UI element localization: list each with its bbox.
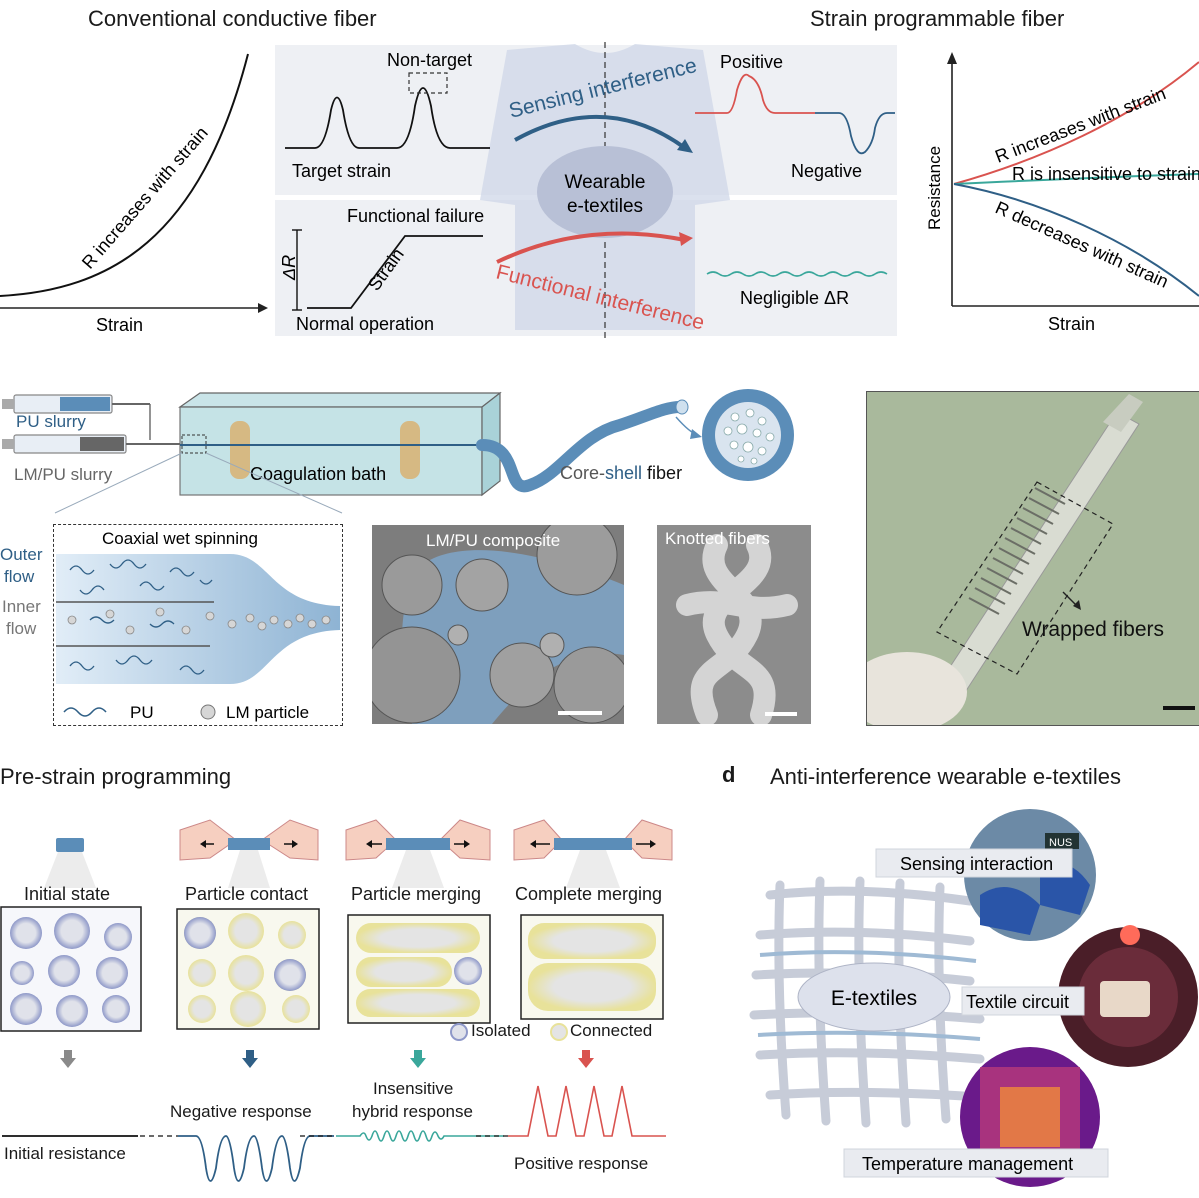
knotted-label: Knotted fibers [665,529,770,548]
negative-label: Negative [791,161,862,181]
state-label-3: Complete merging [515,884,663,904]
spinning-setup: PU slurry LM/PU slurry Coagulation bath … [2,389,794,514]
connected-label: Connected [570,1021,653,1040]
right-ylabel: Resistance [925,146,944,230]
positive-response-label: Positive response [514,1154,649,1173]
state-boxes [0,906,664,1032]
coaxial-diagram: Coaxial wet spinning Outer flow Inner fl… [0,529,340,722]
state-label-2: Particle merging [351,884,482,904]
non-target-label: Non-target [387,50,472,70]
left-title: Conventional conductive fiber [88,6,377,31]
pu-legend-label: PU [130,703,154,722]
normal-operation-label: Normal operation [296,314,434,334]
right-title: Strain programmable fiber [810,6,1065,31]
conventional-curve-chart: R increases with strain Strain [0,53,268,335]
down-arrow-0 [60,1050,76,1068]
insensitive-label-1: Insensitive [373,1079,454,1098]
down-arrow-1 [242,1050,258,1068]
delta-r-label: ΔR [279,255,299,281]
left-curve-label: R increases with strain [78,123,212,273]
state-label-1: Particle contact [185,884,309,904]
wrapped-label: Wrapped fibers [1022,618,1165,641]
panel-d-letter: d [722,762,736,787]
wearable-label: Wearable [565,172,646,193]
outer-flow-label-2: flow [4,567,35,586]
interference-diagram: Wearable e-textiles Sensing interference… [279,42,895,340]
r-insensitive-label: R is insensitive to strain [1012,164,1199,184]
coaxial-box [53,524,343,726]
temperature-management-label: Temperature management [862,1154,1073,1174]
stretch-icons [44,819,673,888]
functional-failure-label: Functional failure [347,206,484,226]
pu-slurry-label: PU slurry [16,412,86,431]
target-strain-label: Target strain [292,161,391,181]
etextiles-diagram: E-textiles NUS Sensing interaction Texti… [749,809,1198,1187]
panel-d-title: Anti-interference wearable e-textiles [770,764,1121,789]
etextiles-center-label: E-textiles [831,987,917,1010]
r-increases-label: R increases with strain [992,83,1168,167]
etextiles-label: e-textiles [567,196,643,217]
lm-legend-label: LM particle [226,703,309,722]
initial-resistance-label: Initial resistance [4,1144,126,1163]
right-xlabel: Strain [1048,314,1095,334]
sem-knotted-image: Knotted fibers [657,525,811,724]
sensing-interaction-label: Sensing interaction [900,854,1053,874]
coagulation-bath-label: Coagulation bath [250,464,386,484]
down-arrow-3 [578,1050,594,1068]
wearable-ellipse [537,146,673,238]
nus-badge: NUS [1049,837,1072,849]
sem-composite-image: LM/PU composite [372,525,624,724]
negligible-label: Negligible ΔR [740,288,849,308]
coaxial-title: Coaxial wet spinning [102,529,258,548]
down-arrow-2 [410,1050,426,1068]
insensitive-label-2: hybrid response [352,1102,473,1121]
lmpu-slurry-label: LM/PU slurry [14,465,113,484]
outer-flow-label-1: Outer [0,545,43,564]
connected-swatch [550,1023,568,1041]
textile-circuit-label: Textile circuit [966,992,1069,1012]
programmable-chart: Resistance Strain R increases with strai… [925,52,1199,334]
inner-flow-label-2: flow [6,619,37,638]
state-label-0: Initial state [24,884,111,904]
isolated-swatch [450,1023,468,1041]
composite-label: LM/PU composite [426,531,561,550]
isolated-label: Isolated [471,1021,531,1040]
down-arrows [60,1050,594,1068]
strain-slope-label: Strain [364,245,408,295]
wrapped-photo: Wrapped fibers [866,391,1199,726]
negative-response-label: Negative response [170,1102,312,1121]
inner-flow-label-1: Inner [2,597,41,616]
left-xlabel: Strain [96,315,143,335]
positive-label: Positive [720,52,783,72]
panel-c-title: Pre-strain programming [0,764,232,789]
core-shell-label: Core-shell fiber [560,463,682,483]
r-decreases-label: R decreases with strain [992,197,1171,291]
response-waveforms [2,1085,666,1182]
